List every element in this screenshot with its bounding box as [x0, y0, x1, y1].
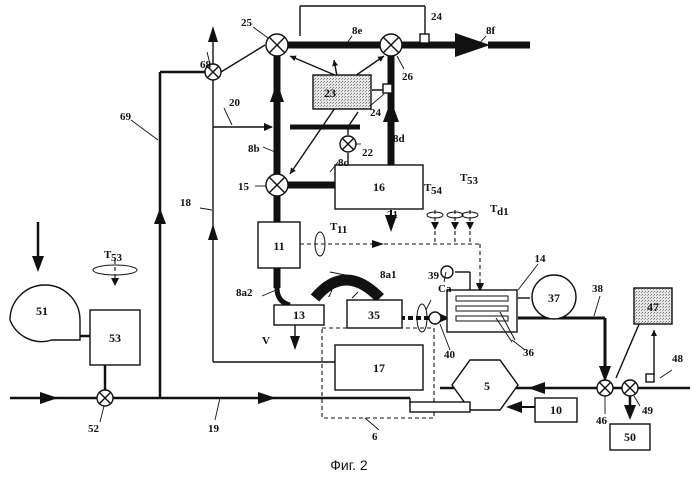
label-14: 14 — [535, 253, 547, 265]
callout-36: 36 — [523, 347, 535, 359]
valve-25 — [266, 34, 288, 56]
callout-38: 38 — [592, 283, 604, 295]
callout-V: V — [262, 335, 270, 347]
callout-T11-sub: 11 — [337, 224, 347, 236]
callout-8b: 8b — [248, 143, 260, 155]
valve-46 — [597, 380, 613, 396]
label-5: 5 — [484, 379, 490, 393]
callout-Ca: Ca — [438, 283, 452, 295]
callout-49: 49 — [642, 405, 654, 417]
callout-8a1: 8a1 — [380, 269, 397, 281]
callout-T53-left-sub: 53 — [111, 252, 123, 264]
callout-6: 6 — [372, 431, 378, 443]
figure-caption: Фиг. 2 — [330, 457, 368, 473]
label-35: 35 — [368, 308, 380, 322]
callout-22: 22 — [362, 147, 374, 159]
callout-25: 25 — [241, 17, 253, 29]
sensor-40 — [429, 312, 441, 324]
valve-15 — [266, 174, 288, 196]
box-23 — [313, 75, 371, 109]
callout-46: 46 — [596, 415, 608, 427]
callout-52: 52 — [88, 423, 100, 435]
callout-15: 15 — [238, 181, 250, 193]
callout-20: 20 — [229, 97, 241, 109]
callout-8e: 8e — [352, 25, 363, 37]
sensor-24-top — [420, 34, 429, 43]
arrow-8b — [270, 82, 284, 102]
arrow-8f — [455, 33, 490, 57]
label-10: 10 — [550, 403, 562, 417]
callout-69: 69 — [120, 111, 132, 123]
label-47: 47 — [647, 300, 659, 314]
arrow-8d — [383, 100, 399, 122]
callout-19: 19 — [208, 423, 220, 435]
callout-24-top: 24 — [431, 11, 443, 23]
pipe-8a2-bend — [277, 288, 290, 305]
callout-21: 21 — [387, 209, 398, 221]
callout-48: 48 — [672, 353, 684, 365]
valve-49 — [622, 380, 638, 396]
callout-26: 26 — [402, 71, 414, 83]
label-51: 51 — [36, 304, 48, 318]
sensor-39 — [441, 266, 453, 278]
label-16: 16 — [373, 180, 385, 194]
callout-24-mid: 24 — [370, 107, 382, 119]
callout-39: 39 — [428, 270, 440, 282]
callout-8d: 8d — [393, 133, 405, 145]
pipe-8a1 — [315, 280, 380, 298]
valve-26 — [380, 34, 402, 56]
callout-40: 40 — [444, 349, 456, 361]
callout-Td1-sub: d1 — [497, 206, 509, 218]
callout-8f: 8f — [486, 25, 496, 37]
callout-8c: 8c — [338, 157, 349, 169]
label-37: 37 — [548, 291, 560, 305]
callout-T53-right-sub: 53 — [467, 175, 479, 187]
valve-52 — [97, 390, 113, 406]
label-13: 13 — [293, 308, 305, 322]
valve-22 — [340, 136, 356, 152]
label-11: 11 — [273, 239, 284, 253]
callout-7: 7 — [327, 288, 333, 300]
label-17: 17 — [373, 361, 385, 375]
callout-18: 18 — [180, 197, 192, 209]
label-23: 23 — [324, 86, 336, 100]
label-50: 50 — [624, 430, 636, 444]
callout-68: 68 — [200, 59, 212, 71]
pipe-68-25 — [221, 45, 265, 72]
label-53: 53 — [109, 331, 121, 345]
callout-8a2: 8a2 — [236, 287, 253, 299]
callout-T54-sub: 54 — [431, 185, 443, 197]
